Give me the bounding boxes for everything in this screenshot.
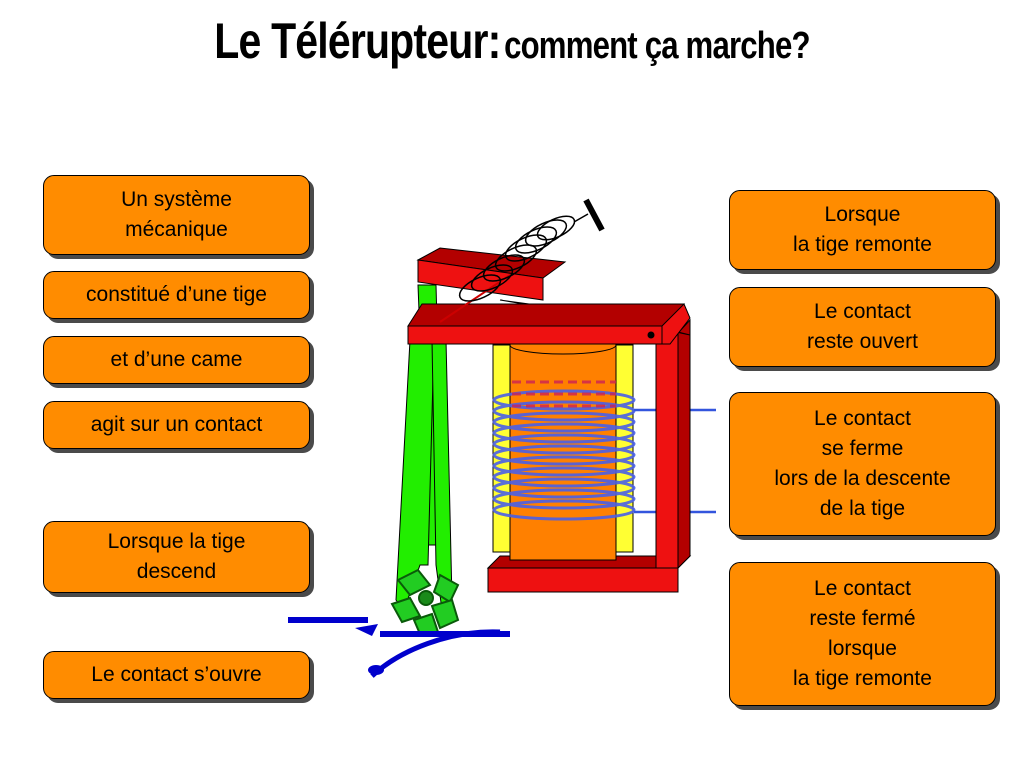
label-tige-remonte: Lorsque la tige remonte — [729, 190, 996, 270]
label-tige: constitué d’une tige — [43, 271, 310, 319]
contact — [288, 617, 510, 678]
spring — [458, 213, 589, 302]
label-tige-descend: Lorsque la tige descend — [43, 521, 310, 593]
spring-anchor — [583, 198, 605, 232]
title-main: Le Télérupteur: — [214, 13, 501, 69]
rod — [395, 284, 453, 612]
title-subtitle: comment ça marche? — [504, 25, 810, 67]
coil-winding — [492, 389, 636, 521]
cam — [390, 568, 460, 636]
label-contact-reste-ferme: Le contact reste fermé lorsque la tige r… — [729, 562, 996, 706]
label-came: et d’une came — [43, 336, 310, 384]
lower-arm — [407, 274, 691, 345]
label-agit-contact: agit sur un contact — [43, 401, 310, 449]
label-contact-ouvre: Le contact s’ouvre — [43, 651, 310, 699]
label-contact-reste-ouvert: Le contact reste ouvert — [729, 287, 996, 367]
label-systeme-mecanique: Un système mécanique — [43, 175, 310, 255]
frame-upright — [655, 318, 691, 570]
label-contact-se-ferme: Le contact se ferme lors de la descente … — [729, 392, 996, 536]
coil-dashes — [512, 380, 616, 408]
base-plate — [486, 555, 692, 593]
page-title: Le Télérupteur: comment ça marche? — [92, 12, 932, 70]
